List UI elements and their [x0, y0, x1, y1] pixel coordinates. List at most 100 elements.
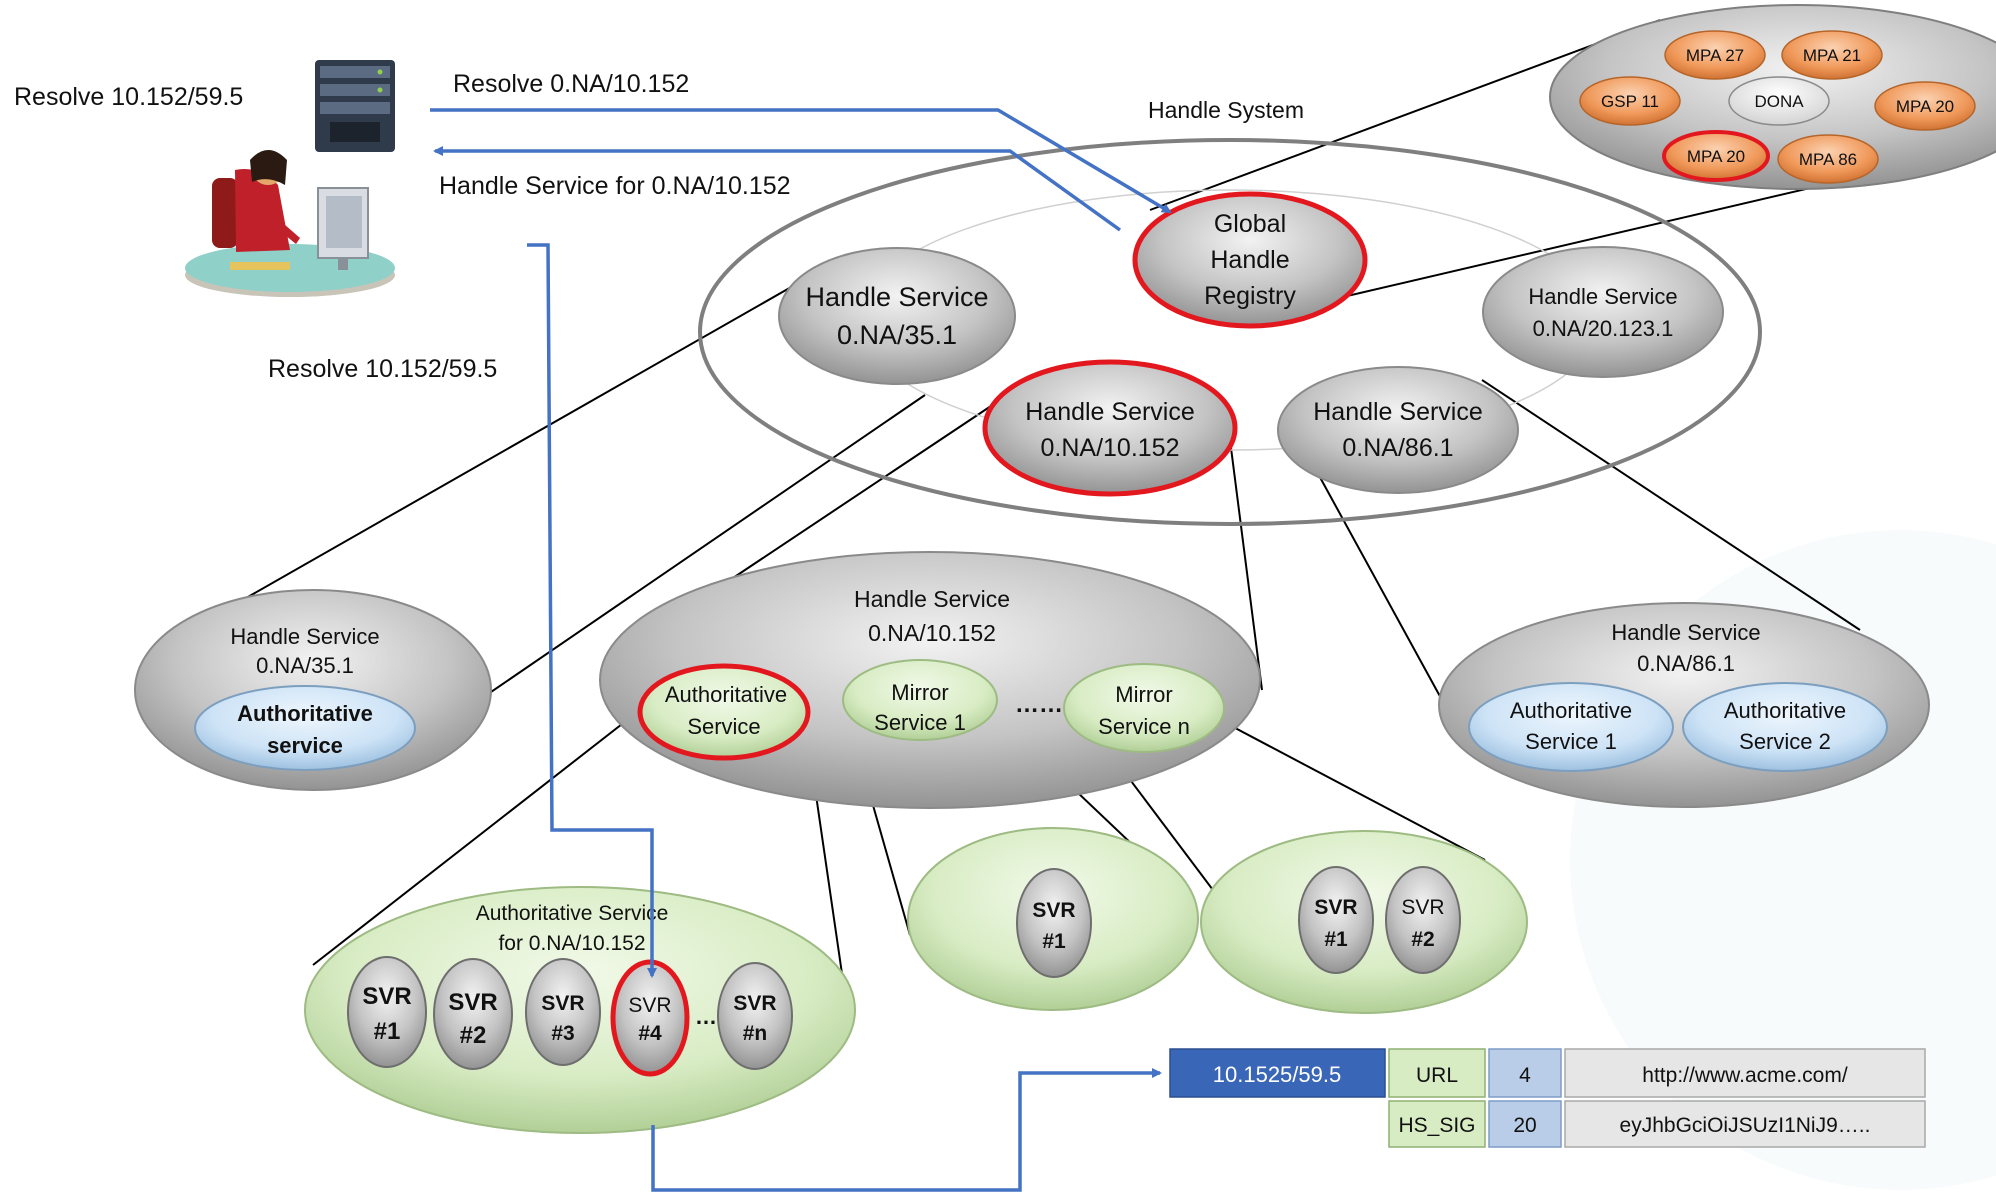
record-type-cell [1388, 1100, 1486, 1148]
server-label-line2: #3 [551, 1022, 574, 1045]
auth-label-line2: Service [687, 714, 760, 739]
resolve-arrow [527, 243, 657, 978]
server-label-line1: SVR [1314, 896, 1357, 919]
record-value-text: eyJhbGciOiJSUzI1NiJ9….. [1620, 1114, 1871, 1137]
hs-86-title-line1: Handle Service [1611, 620, 1760, 645]
service-label-line1: Handle Service [805, 282, 988, 312]
auth-label-line1: Authoritative [665, 682, 787, 707]
service-label-line2: 0.NA/35.1 [837, 320, 957, 350]
global-handle-registry-node: Global Handle Registry [1132, 191, 1368, 329]
hs-35-title-line2: 0.NA/35.1 [256, 653, 354, 678]
resolve-request-label: Resolve 0.NA/10.152 [453, 70, 689, 98]
response-arrow [433, 146, 1122, 232]
auth2-label-line1: Authoritative [1724, 698, 1846, 723]
handle-service-35-1-node: Handle Service 0.NA/35.1 [778, 247, 1016, 385]
server-label-line2: #2 [1411, 928, 1434, 951]
handle-service-10-152-node: Handle Service 0.NA/10.152 [982, 359, 1238, 497]
server-label-line2: #4 [638, 1022, 662, 1045]
mirror-service-1-node: Mirror Service 1 [842, 659, 998, 741]
server-label-line1: SVR [1401, 896, 1444, 919]
resolve-query-lower: Resolve 10.152/59.5 [268, 355, 497, 383]
hs-86-title-line2: 0.NA/86.1 [1637, 651, 1735, 676]
auth-label-line2: service [267, 733, 343, 758]
cluster-title-line1: Authoritative Service [476, 902, 669, 925]
mpa-node-dona: DONA [1728, 76, 1830, 126]
server-node-3: SVR #3 [525, 958, 601, 1066]
authoritative-service-2-node: Authoritative Service 2 [1682, 682, 1888, 772]
record-index-text: 4 [1519, 1064, 1531, 1087]
handle-id-cell [1169, 1048, 1386, 1098]
service-label-line2: 0.NA/10.152 [1041, 434, 1180, 462]
mpa-node-label: MPA 27 [1686, 46, 1744, 65]
service-label-line1: Handle Service [1528, 284, 1677, 309]
authoritative-service-node: Authoritative service [194, 685, 416, 771]
request-arrow [430, 108, 1172, 214]
mirrorn-label-line2: Service n [1098, 714, 1190, 739]
authoritative-service-1-node: Authoritative Service 1 [1468, 682, 1674, 772]
handle-service-20-123-1-node: Handle Service 0.NA/20.123.1 [1482, 246, 1724, 378]
mirror-1-servers-cluster: SVR #1 [907, 827, 1199, 1011]
record-index-cell [1488, 1100, 1562, 1148]
handle-system: Handle System Global Handle Registry Han… [698, 97, 1762, 526]
person-icon [212, 150, 300, 252]
server-ellipsis: … [695, 1004, 717, 1029]
mirror-service-n-node: Mirror Service n [1063, 663, 1225, 753]
registry-label-line3: Registry [1204, 282, 1296, 310]
mpa-cluster: MPA 27 MPA 21 GSP 11 DONA MPA 20 MPA 20 … [1549, 4, 1996, 190]
monitor-icon [317, 187, 369, 270]
hs-86-1-detail: Handle Service 0.NA/86.1 Authoritative S… [1438, 602, 1930, 808]
mpa-node-label: MPA 21 [1803, 46, 1861, 65]
handle-record-table: 10.1525/59.5 URL 4 http://www.acme.com/ … [1169, 1048, 1926, 1148]
mpa-node-mpa20-highlighted: MPA 20 [1662, 130, 1770, 182]
record-arrow [651, 1068, 1162, 1192]
record-index-text: 20 [1513, 1114, 1536, 1137]
authoritative-service-cluster: Authoritative Service for 0.NA/10.152 SV… [304, 886, 856, 1134]
server-label-line2: #1 [1324, 928, 1348, 951]
hs-35-title-line1: Handle Service [230, 624, 379, 649]
hs-10152-title-line1: Handle Service [854, 586, 1010, 612]
server-label-line1: SVR [448, 989, 497, 1016]
server-label-line1: SVR [1032, 899, 1075, 922]
server-label-line1: SVR [362, 983, 411, 1010]
record-index-cell [1488, 1048, 1562, 1098]
mpa-node-label: DONA [1754, 92, 1804, 111]
server-node-1: SVR #1 [347, 956, 427, 1068]
server-label-line2: #n [743, 1022, 768, 1045]
server-node-1: SVR #1 [1016, 868, 1092, 978]
record-value-cell [1564, 1048, 1926, 1098]
flow-arrows [430, 108, 1172, 1192]
registry-label-line1: Global [1214, 210, 1286, 238]
server-label-line2: #2 [460, 1022, 487, 1049]
server-tower-icon [315, 60, 395, 152]
record-type-text: URL [1416, 1064, 1458, 1087]
hs-35-1-detail: Handle Service 0.NA/35.1 Authoritative s… [134, 589, 492, 791]
mpa-node-label: MPA 20 [1687, 147, 1745, 166]
hs-10-152-detail: Handle Service 0.NA/10.152 Authoritative… [599, 551, 1261, 809]
auth-label-line1: Authoritative [237, 701, 373, 726]
resolve-query-left: Resolve 10.152/59.5 [14, 83, 243, 111]
mpa-node-label: GSP 11 [1601, 92, 1659, 111]
server-node-n: SVR #n [717, 962, 793, 1070]
mpa-node-label: MPA 86 [1799, 150, 1857, 169]
resolve-response-label: Handle Service for 0.NA/10.152 [439, 172, 791, 200]
server-label-line2: #1 [1042, 930, 1066, 953]
mirror-ellipsis: …… [1015, 691, 1063, 718]
auth2-label-line2: Service 2 [1739, 729, 1831, 754]
registry-label-line2: Handle [1210, 246, 1289, 274]
server-node-4-highlighted: SVR #4 [610, 959, 690, 1077]
handle-service-86-1-node: Handle Service 0.NA/86.1 [1277, 366, 1519, 494]
service-label-line2: 0.NA/20.123.1 [1533, 316, 1674, 341]
server-node-2: SVR #2 [433, 958, 513, 1070]
server-label-line1: SVR [541, 992, 584, 1015]
mpa-node-mpa21: MPA 21 [1781, 30, 1883, 80]
mirror1-label-line1: Mirror [891, 680, 948, 705]
handle-system-title: Handle System [1148, 97, 1304, 123]
service-label-line1: Handle Service [1025, 398, 1195, 426]
hs-10152-title-line2: 0.NA/10.152 [868, 620, 996, 646]
cluster-title-line2: for 0.NA/10.152 [498, 932, 645, 955]
mirror-n-servers-cluster: SVR #1 SVR #2 [1200, 830, 1528, 1014]
mpa-node-gsp11: GSP 11 [1579, 76, 1681, 126]
mirror1-label-line2: Service 1 [874, 710, 966, 735]
